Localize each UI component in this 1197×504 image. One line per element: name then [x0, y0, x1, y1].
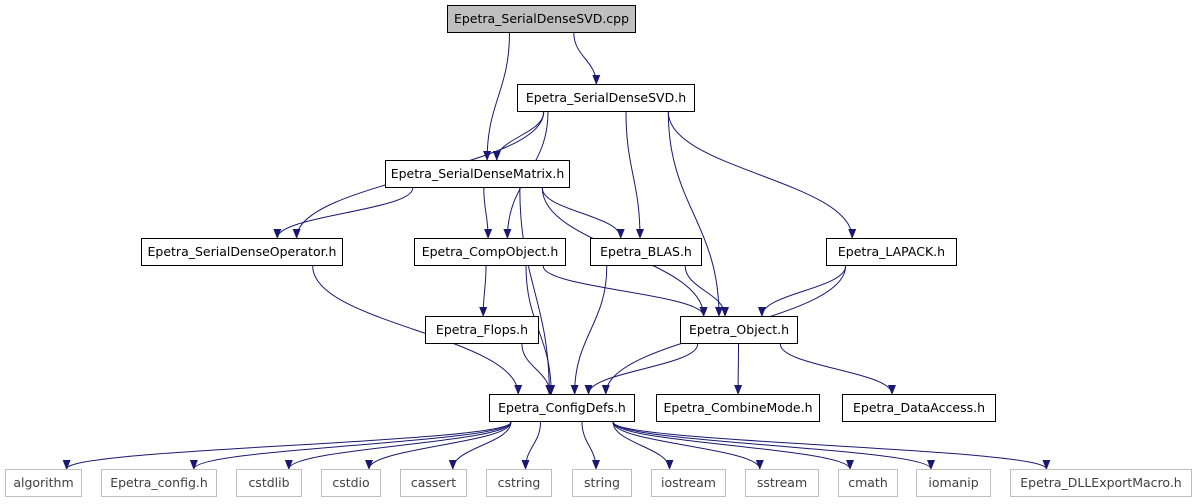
edge-configdefs_h-to-iomanip	[612, 421, 935, 470]
node-lapack-header[interactable]: Epetra_LAPACK.h	[826, 238, 957, 266]
node-configdefs-header[interactable]: Epetra_ConfigDefs.h	[489, 394, 635, 422]
node-algorithm[interactable]: algorithm	[5, 469, 82, 497]
node-svd-header[interactable]: Epetra_SerialDenseSVD.h	[517, 84, 695, 112]
edge-configdefs_h-to-cmath	[612, 421, 854, 470]
edge-blas_h-to-object_h	[684, 265, 729, 317]
node-cstdio[interactable]: cstdio	[321, 469, 381, 497]
edge-matrix_h-to-compobject_h	[483, 187, 493, 239]
edge-blas_h-to-configdefs_h	[570, 265, 608, 395]
node-iomanip[interactable]: iomanip	[916, 469, 991, 497]
edge-configdefs_h-to-string	[581, 421, 600, 470]
node-cstdlib[interactable]: cstdlib	[236, 469, 302, 497]
node-dataaccess-header[interactable]: Epetra_DataAccess.h	[842, 394, 996, 422]
node-string[interactable]: string	[572, 469, 632, 497]
edge-lapack_h-to-object_h	[757, 265, 847, 317]
edge-matrix_h-to-operator_h	[273, 187, 414, 239]
edge-layer	[62, 32, 1051, 470]
node-iostream[interactable]: iostream	[651, 469, 726, 497]
edge-root-to-svd_h	[573, 32, 601, 85]
edge-object_h-to-dataaccess_h	[779, 343, 896, 395]
edge-matrix_h-to-configdefs_h	[519, 187, 554, 395]
edge-flops_h-to-configdefs_h	[521, 343, 554, 395]
node-compobject-header[interactable]: Epetra_CompObject.h	[414, 238, 566, 266]
node-cstring[interactable]: cstring	[486, 469, 552, 497]
edge-configdefs_h-to-cassert	[448, 421, 512, 470]
node-root-file[interactable]: Epetra_SerialDenseSVD.cpp	[447, 5, 636, 33]
node-config-header[interactable]: Epetra_config.h	[101, 469, 217, 497]
edge-operator_h-to-configdefs_h	[312, 265, 523, 395]
edge-object_h-to-configdefs_h	[584, 343, 699, 395]
edge-svd_h-to-blas_h	[625, 111, 644, 239]
edge-configdefs_h-to-sstream	[612, 421, 764, 470]
edge-compobject_h-to-object_h	[542, 265, 708, 317]
node-cmath[interactable]: cmath	[838, 469, 898, 497]
node-cassert[interactable]: cassert	[400, 469, 467, 497]
node-flops-header[interactable]: Epetra_Flops.h	[425, 316, 539, 344]
node-object-header[interactable]: Epetra_Object.h	[680, 316, 798, 344]
edge-matrix_h-to-blas_h	[541, 187, 625, 239]
edge-configdefs_h-to-iostream	[612, 421, 674, 470]
node-sstream[interactable]: sstream	[745, 469, 819, 497]
edge-root-to-matrix_h	[483, 32, 510, 161]
edge-svd_h-to-lapack_h	[667, 111, 857, 239]
edge-configdefs_h-to-cstdio	[365, 421, 512, 470]
edge-configdefs_h-to-cstdlib	[284, 421, 512, 470]
node-combinemode-header[interactable]: Epetra_CombineMode.h	[656, 394, 820, 422]
node-matrix-header[interactable]: Epetra_SerialDenseMatrix.h	[385, 160, 570, 188]
edge-compobject_h-to-flops_h	[479, 265, 488, 317]
edge-configdefs_h-to-dllexport_h	[612, 421, 1051, 470]
edge-svd_h-to-object_h	[667, 111, 723, 317]
node-blas-header[interactable]: Epetra_BLAS.h	[590, 238, 702, 266]
node-operator-header[interactable]: Epetra_SerialDenseOperator.h	[141, 238, 343, 266]
edge-configdefs_h-to-cstring	[521, 421, 541, 470]
edge-svd_h-to-matrix_h	[492, 111, 545, 161]
edge-configdefs_h-to-config_h	[189, 421, 512, 470]
edge-configdefs_h-to-algorithm	[62, 421, 512, 470]
node-dllexport-header[interactable]: Epetra_DLLExportMacro.h	[1010, 469, 1192, 497]
